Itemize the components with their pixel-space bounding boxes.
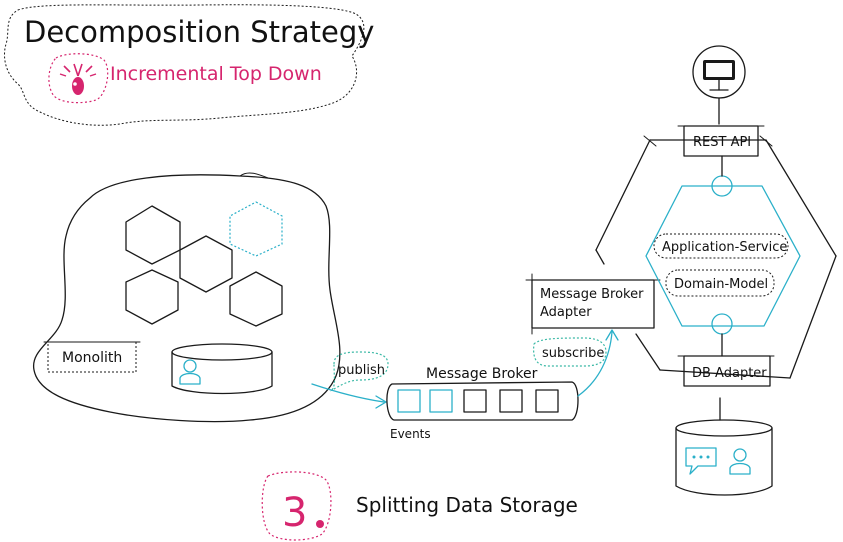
service-hexagon — [125, 269, 179, 325]
monolith-database — [171, 343, 273, 395]
publish-arrow — [311, 383, 387, 409]
subscribe-bubble — [533, 337, 607, 367]
event-slot — [535, 389, 559, 413]
domain-model-label: Domain-Model — [674, 277, 768, 292]
service-hexagon — [125, 205, 181, 265]
domain-model-box — [665, 269, 775, 297]
strategy-subtitle: Incremental Top Down — [110, 63, 322, 85]
monolith-boundary — [33, 172, 341, 423]
event-slot-published — [397, 389, 421, 413]
db-port-icon — [711, 313, 733, 335]
message-broker-title: Message Broker — [426, 366, 538, 382]
monolith-label-box — [43, 341, 141, 373]
service-hexagons — [125, 201, 283, 327]
application-service-box — [653, 233, 789, 259]
db-adapter-label: DB Adapter — [692, 366, 767, 381]
event-slot-published — [429, 389, 453, 413]
publish-bubble — [330, 351, 389, 392]
service-database — [675, 419, 773, 496]
adapter-label-line1: Message Broker — [540, 287, 644, 302]
application-service-label: Application-Service — [662, 240, 787, 255]
db-adapter-box — [677, 355, 775, 387]
microservice-inner-hexagon — [645, 185, 801, 327]
publish-label: publish — [338, 363, 385, 378]
rest-api-box — [677, 125, 765, 157]
user-icon — [179, 359, 201, 385]
user-icon — [729, 448, 751, 475]
step-label: Splitting Data Storage — [356, 493, 578, 517]
service-hexagon — [179, 235, 233, 293]
message-broker-queue — [386, 381, 579, 421]
events-label: Events — [390, 427, 431, 441]
adapter-label-line2: Adapter — [540, 305, 592, 320]
event-slot — [499, 389, 523, 413]
diagram-title: Decomposition Strategy — [24, 15, 374, 49]
step-number: 3 — [282, 490, 307, 536]
subscribe-arrow — [577, 329, 619, 397]
subscribe-label: subscribe — [542, 346, 604, 361]
chat-bubble-icon — [685, 447, 717, 475]
extracted-service-hexagon — [229, 201, 283, 257]
step-number-badge — [261, 471, 332, 541]
monolith-label: Monolith — [62, 350, 122, 366]
monitor-icon — [692, 45, 746, 125]
event-slot — [463, 389, 487, 413]
microservice-outer-hexagon — [595, 135, 837, 379]
incremental-icon — [48, 53, 109, 104]
service-hexagon — [229, 271, 283, 327]
rest-api-label: REST API — [693, 135, 751, 150]
message-broker-adapter-box — [525, 273, 661, 335]
title-cloud — [4, 4, 365, 126]
